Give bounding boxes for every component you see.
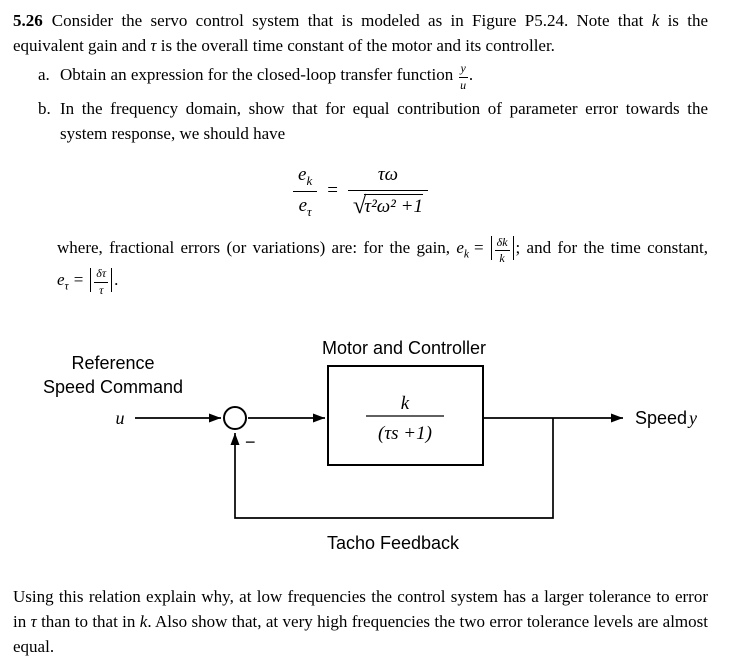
output-variable-y: y <box>687 408 697 428</box>
block-numerator-k: k <box>401 393 410 414</box>
item-a-label: a. <box>38 65 50 84</box>
rhs-numerator: τω <box>347 164 428 192</box>
plant-block <box>327 365 484 467</box>
figure-block-diagram: Motor and Controller Reference Speed Com… <box>43 338 697 553</box>
lhs-denominator: eτ <box>293 192 317 219</box>
abs-bar <box>512 236 514 261</box>
closing-seg3: . Also show that, at very high frequenci… <box>13 612 708 657</box>
equals-2: = <box>73 269 84 289</box>
minus-sign: − <box>245 432 256 452</box>
problem-number: 5.26 <box>13 11 43 30</box>
item-a-text: Obtain an expression for the closed-loop… <box>60 65 458 84</box>
ek-sub: k <box>463 247 470 261</box>
abs-bar <box>90 267 92 292</box>
sqrt-sign: √ <box>352 192 367 220</box>
equals-1: = <box>474 238 484 258</box>
feedback-label: Tacho Feedback <box>327 533 460 553</box>
rhs-fraction: τω √τ²ω² +1 <box>347 164 428 219</box>
closing-var-k: k <box>139 612 148 632</box>
et-base: e <box>57 269 65 289</box>
equals-sign: = <box>327 180 338 202</box>
ek-base: e <box>456 238 464 258</box>
frac-den-u: u <box>460 78 467 92</box>
intro-seg2: is the equivalent gain and <box>13 11 708 55</box>
var-tau: τ <box>150 36 157 55</box>
block-denominator: (τs +1) <box>378 423 432 444</box>
input-variable-u: u <box>116 408 125 428</box>
item-a: a. Obtain an expression for the closed-lo… <box>13 61 708 93</box>
delta-k-num: δk <box>494 235 510 252</box>
et-sub: τ <box>64 279 69 293</box>
abs-bar <box>490 236 492 261</box>
abs-bar <box>111 267 113 292</box>
item-b-label: b. <box>38 98 51 118</box>
intro-seg3: is the overall time constant of the moto… <box>156 36 555 55</box>
summing-junction <box>223 406 247 431</box>
reference-label-line1: Reference <box>71 353 154 373</box>
output-label: Speed <box>635 408 687 428</box>
e-tau-base: e <box>298 195 308 217</box>
frac-num-y: y <box>458 61 468 78</box>
problem-statement: 5.26 Consider the servo control system th… <box>13 8 708 58</box>
motor-controller-label: Motor and Controller <box>322 338 486 358</box>
error-ratio-equation: ek eτ = τω √τ²ω² +1 <box>13 164 708 220</box>
feedback-line <box>230 418 554 520</box>
item-b-text: In the frequency domain, show that for e… <box>60 98 708 143</box>
delta-k-den: k <box>499 251 505 266</box>
closing-paragraph: Using this relation explain why, at low … <box>13 584 708 659</box>
item-b: b. In the frequency domain, show that for… <box>13 96 708 146</box>
reference-label-line2: Speed Command <box>43 377 183 397</box>
var-k: k <box>651 11 660 30</box>
delta-tau-num: δτ <box>94 266 109 283</box>
lhs-fraction: ek eτ <box>293 163 318 220</box>
closing-seg1: Using this relation explain why, at low … <box>13 587 708 632</box>
where-seg3: . <box>114 269 119 289</box>
e-k-sub: k <box>306 172 313 188</box>
closing-seg2: than to that in <box>36 612 140 632</box>
e-tau-sub: τ <box>307 203 312 219</box>
item-a-period: . <box>468 65 474 84</box>
where-clause: where, fractional errors (or variations)… <box>13 235 708 298</box>
closing-var-tau: τ <box>30 612 37 632</box>
intro-seg1: Consider the servo control system that i… <box>51 11 652 30</box>
e-k-base: e <box>298 163 307 185</box>
radicand: τ²ω² +1 <box>364 194 423 218</box>
where-seg1: where, fractional errors (or variations)… <box>57 238 457 258</box>
delta-tau-den: τ <box>99 282 104 297</box>
tau-omega: τω <box>377 164 399 186</box>
where-seg2: ; and for the time constant, <box>515 238 708 258</box>
rhs-denominator: √τ²ω² +1 <box>348 191 428 219</box>
lhs-numerator: ek <box>293 163 318 193</box>
